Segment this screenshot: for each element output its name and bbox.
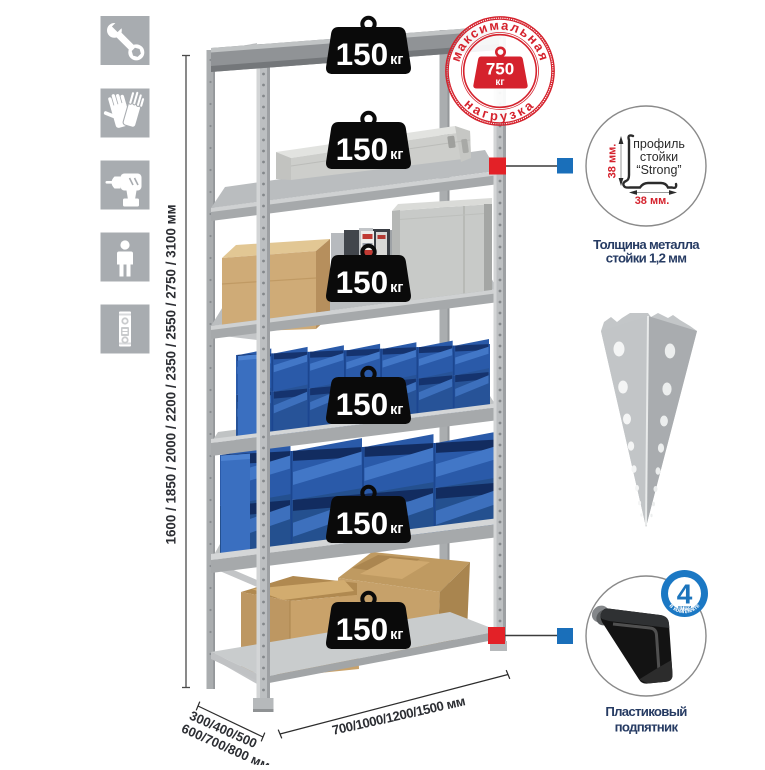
svg-text:стойки: стойки (640, 150, 678, 164)
svg-text:штуки: штуки (678, 605, 692, 610)
svg-text:4: 4 (677, 579, 693, 610)
svg-text:750: 750 (486, 60, 514, 79)
svg-text:38 мм.: 38 мм. (635, 195, 670, 207)
svg-text:подпятник: подпятник (615, 720, 679, 735)
svg-text:кг: кг (495, 77, 504, 88)
svg-text:38 мм.: 38 мм. (607, 144, 619, 179)
svg-text:“Strong”: “Strong” (636, 163, 681, 177)
svg-text:Пластиковый: Пластиковый (605, 704, 687, 719)
svg-text:Толщина металла: Толщина металла (593, 237, 700, 252)
svg-text:стойки 1,2 мм: стойки 1,2 мм (606, 251, 687, 266)
svg-text:профиль: профиль (633, 137, 685, 151)
svg-text:1600 / 1850 / 2000 / 2200 / 23: 1600 / 1850 / 2000 / 2200 / 2350 / 2550 … (164, 205, 179, 545)
